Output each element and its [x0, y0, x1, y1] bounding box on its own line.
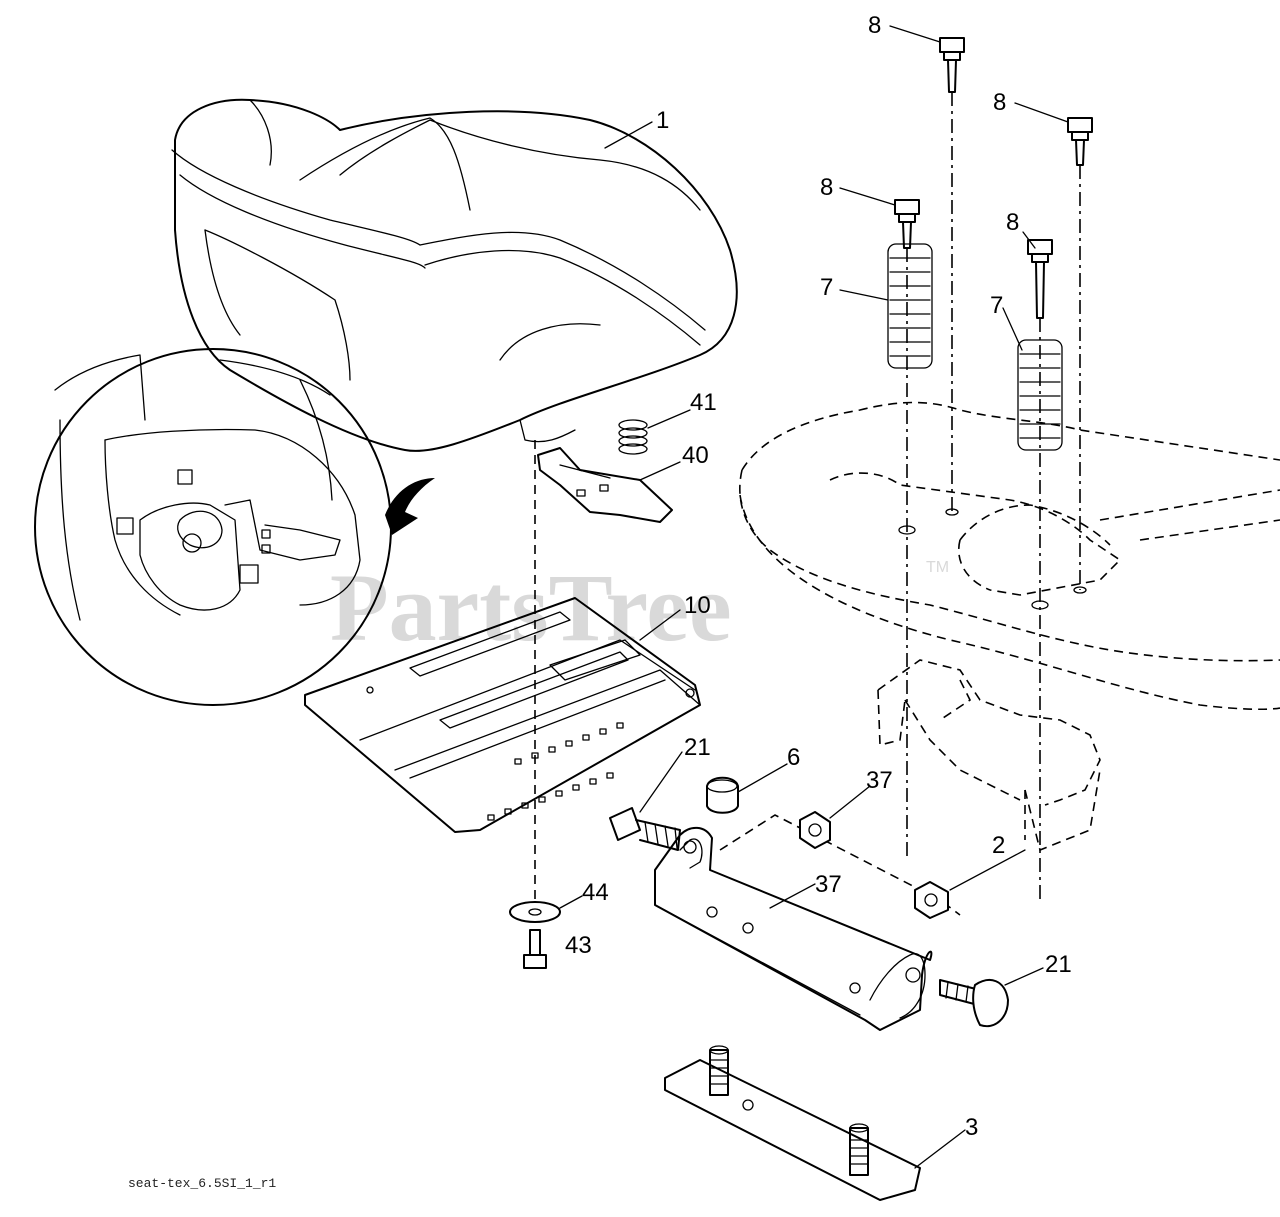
- callout-1: 1: [656, 107, 669, 134]
- callout-40: 40: [682, 442, 709, 469]
- callout-8-c: 8: [820, 174, 833, 201]
- watermark-brand: PartsTree: [330, 554, 732, 661]
- part-3-stud-plate: [664, 1045, 921, 1201]
- callout-41: 41: [690, 389, 717, 416]
- part-7-spring-a: [887, 243, 933, 369]
- callout-21-a: 21: [684, 734, 711, 761]
- callout-6: 6: [787, 744, 800, 771]
- callout-3: 3: [965, 1114, 978, 1141]
- part-8-bolt-c: [894, 199, 920, 249]
- callout-7-b: 7: [990, 292, 1003, 319]
- part-10-seat-plate: [304, 597, 701, 833]
- callout-8-d: 8: [1006, 209, 1019, 236]
- callout-labels: 1 8 8 8 8 7 7 41 40 10 21 6 37 37 2 44 4…: [565, 12, 1072, 1141]
- callout-44: 44: [582, 879, 609, 906]
- part-21-bolt-a: [609, 807, 681, 851]
- watermark: PartsTree TM: [330, 554, 949, 661]
- part-8-bolt-d: [1027, 239, 1053, 319]
- part-21-bolt-b: [939, 979, 1009, 1028]
- leader-lines: [559, 25, 1069, 1169]
- part-2-pivot-bracket: [654, 814, 961, 1031]
- watermark-trademark: TM: [926, 559, 949, 576]
- callout-37-b: 2: [992, 832, 1005, 859]
- callout-8-b: 8: [993, 89, 1006, 116]
- part-41-spring: [618, 419, 648, 455]
- part-6-nut: [706, 776, 739, 814]
- callout-43: 43: [565, 932, 592, 959]
- part-44-washer: [509, 901, 561, 923]
- drawing-code: seat-tex_6.5SI_1_r1: [128, 1176, 276, 1191]
- part-37-nut-b: [914, 881, 949, 919]
- part-37-nut-a: [799, 811, 831, 849]
- part-8-bolt-b: [1067, 117, 1093, 166]
- part-seat: [171, 98, 738, 452]
- callout-8-a: 8: [868, 12, 881, 39]
- frame-bracket-outline: [877, 659, 1101, 852]
- callout-7-a: 7: [820, 274, 833, 301]
- callout-2: 37: [815, 871, 842, 898]
- callout-10: 10: [684, 592, 711, 619]
- seat-plate-adjust-slots: [487, 722, 624, 821]
- part-43-bolt: [523, 929, 547, 969]
- callout-21-b: 21: [1045, 951, 1072, 978]
- fender-deck-outline: [739, 401, 1280, 711]
- part-8-bolt-a: [939, 37, 965, 93]
- part-40-bracket: [537, 447, 673, 523]
- detail-inset: [34, 348, 435, 706]
- callout-37-a: 37: [866, 767, 893, 794]
